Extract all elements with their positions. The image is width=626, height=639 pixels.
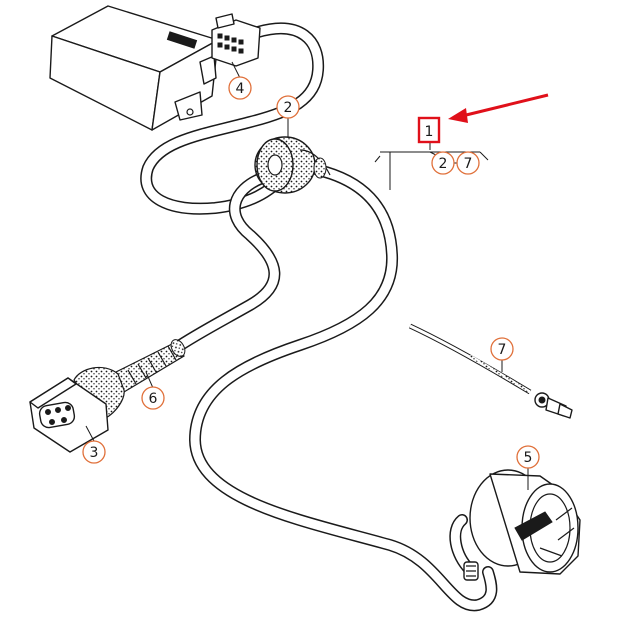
callout-2[interactable]: 2 <box>276 95 300 119</box>
callout-4-label: 4 <box>236 81 245 97</box>
callout-4[interactable]: 4 <box>228 76 252 100</box>
plug-connector-icon <box>29 366 125 453</box>
callout-7[interactable]: 7 <box>490 337 514 361</box>
connector-4-icon <box>211 13 261 67</box>
callout-3-label: 3 <box>90 445 99 461</box>
callout-5-label: 5 <box>524 450 533 466</box>
callout-7-group-label: 7 <box>464 156 473 172</box>
callout-1[interactable]: 1 <box>417 116 441 144</box>
wiring-harness <box>140 22 498 612</box>
trailer-socket-icon <box>463 469 581 581</box>
control-module-icon <box>49 5 219 131</box>
callout-2-group-label: 2 <box>439 156 448 172</box>
cable-tie-icon <box>408 323 573 419</box>
grommet-icon <box>254 136 331 194</box>
callout-2-group[interactable]: 2 <box>431 151 455 175</box>
callout-3[interactable]: 3 <box>82 440 106 464</box>
corrugated-sleeve-icon <box>111 339 186 393</box>
callout-7-group[interactable]: 7 <box>456 151 480 175</box>
callout-6-label: 6 <box>149 391 158 407</box>
highlight-arrow <box>448 93 549 123</box>
callout-2-label: 2 <box>284 100 293 116</box>
callout-1-label: 1 <box>425 124 434 140</box>
callout-5[interactable]: 5 <box>516 445 540 469</box>
callout-7-label: 7 <box>498 342 507 358</box>
callout-6[interactable]: 6 <box>141 386 165 410</box>
